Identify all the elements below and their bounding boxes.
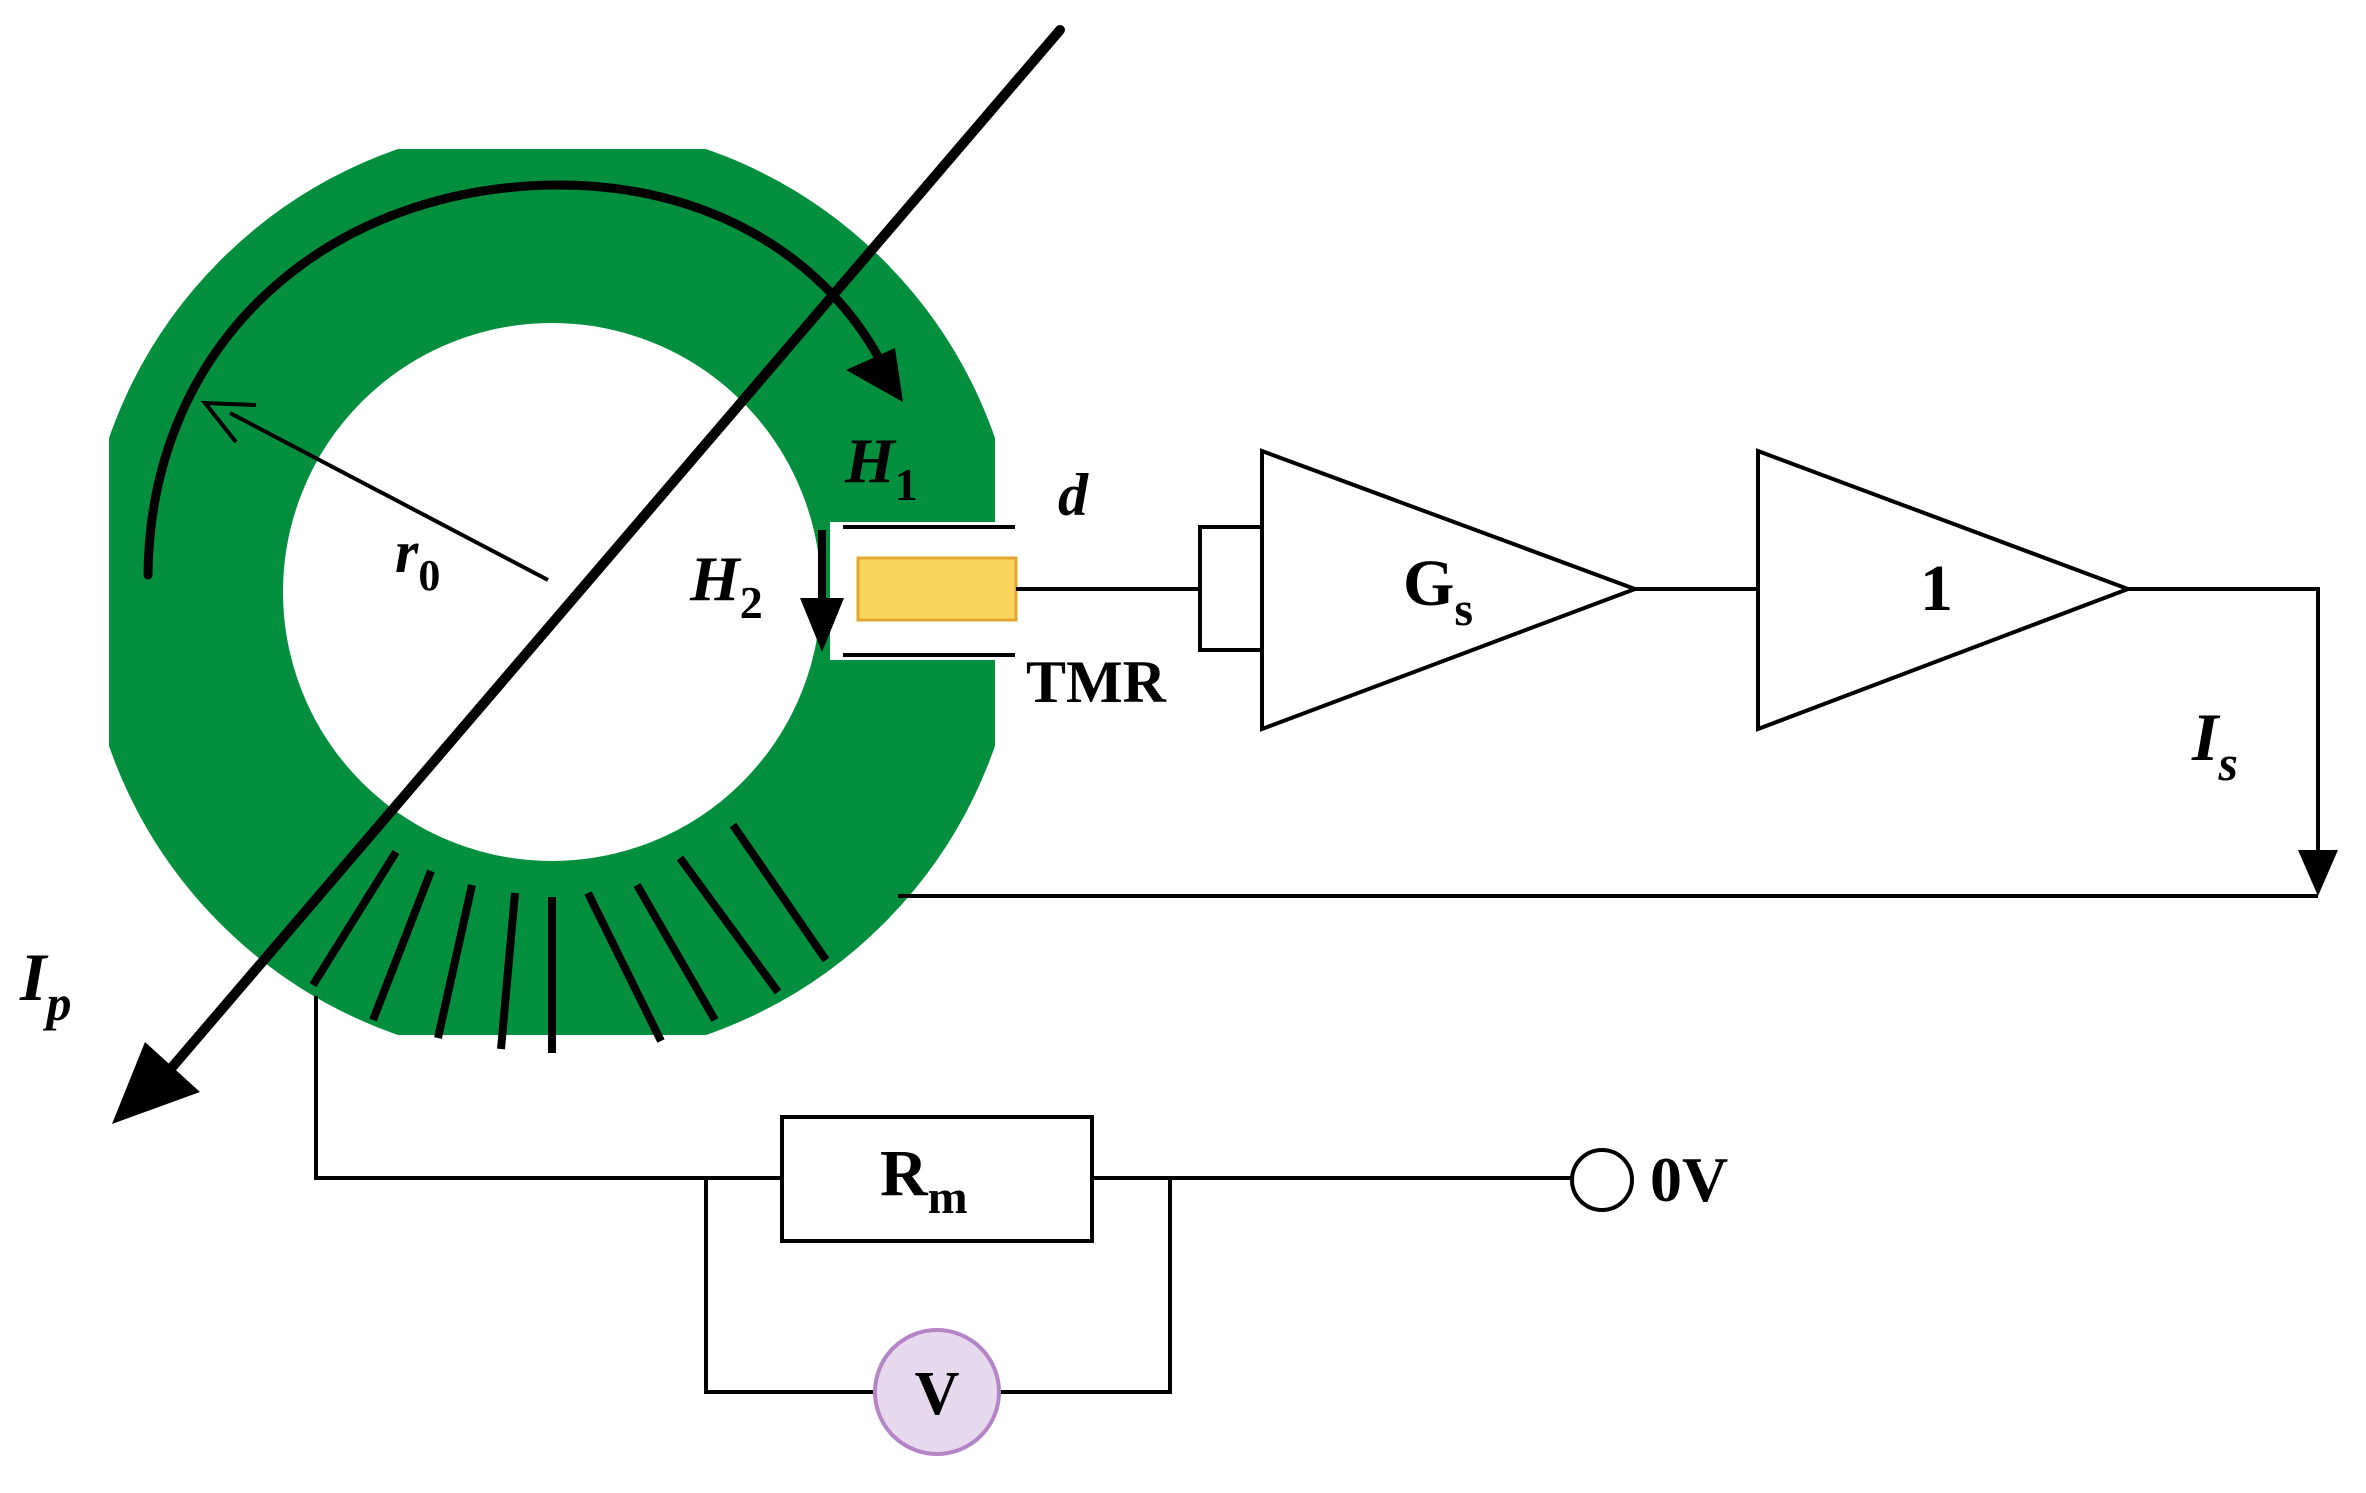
flux-arc <box>143 180 885 580</box>
feedback-wire-vertical <box>2128 587 2320 860</box>
amp-input-bracket <box>1198 525 1262 652</box>
winding-turn <box>633 882 719 1023</box>
label-buffer-gain: 1 <box>1920 552 1953 625</box>
winding-turn <box>434 884 476 1039</box>
winding-turn <box>676 855 782 995</box>
label-gs: Gs <box>1403 547 1473 636</box>
magnetic-core <box>83 123 1021 1061</box>
primary-conductor <box>112 25 1065 1124</box>
voltmeter-wire-right <box>1000 1178 1172 1394</box>
label-tmr: TMR <box>1026 649 1167 715</box>
unity-buffer <box>1756 448 2134 732</box>
h1-flux-arrow <box>143 180 903 580</box>
amplifier-chain <box>898 448 2338 898</box>
h2-arrowhead <box>800 598 844 652</box>
radius-line <box>229 411 549 582</box>
label-h2: H2 <box>689 543 763 628</box>
voltmeter-icon <box>873 1328 1001 1456</box>
label-ip: Ip <box>19 939 71 1031</box>
winding-turn <box>497 892 519 1050</box>
label-r0: r0 <box>395 519 440 600</box>
radius-indicator <box>200 400 549 582</box>
core-ring <box>83 123 1021 1061</box>
flux-arrowhead <box>846 348 903 402</box>
gs-amplifier <box>1260 448 1641 732</box>
label-rm: Rm <box>880 1137 968 1224</box>
winding-turn <box>369 869 435 1022</box>
winding-turn <box>729 822 830 963</box>
label-h1: H1 <box>844 425 918 510</box>
terminal-circle-icon <box>1570 1148 1634 1212</box>
measurement-circuit <box>314 996 1634 1456</box>
secondary-winding <box>309 822 830 1053</box>
label-voltmeter: V <box>915 1360 960 1428</box>
primary-arrowhead <box>112 1042 200 1124</box>
winding-lead-wire <box>314 996 782 1180</box>
radius-arrowhead <box>200 400 257 444</box>
label-ground: 0V <box>1650 1144 1728 1215</box>
winding-turn <box>584 891 665 1043</box>
voltmeter-wire-left <box>704 1178 874 1394</box>
is-arrowhead <box>2298 850 2338 896</box>
label-is: Is <box>2191 699 2238 791</box>
tmr-sensor <box>856 556 1018 622</box>
h2-field-arrow <box>800 530 844 652</box>
label-gap-d: d <box>1058 462 1089 528</box>
winding-turn <box>309 849 400 988</box>
primary-wire <box>163 25 1065 1077</box>
